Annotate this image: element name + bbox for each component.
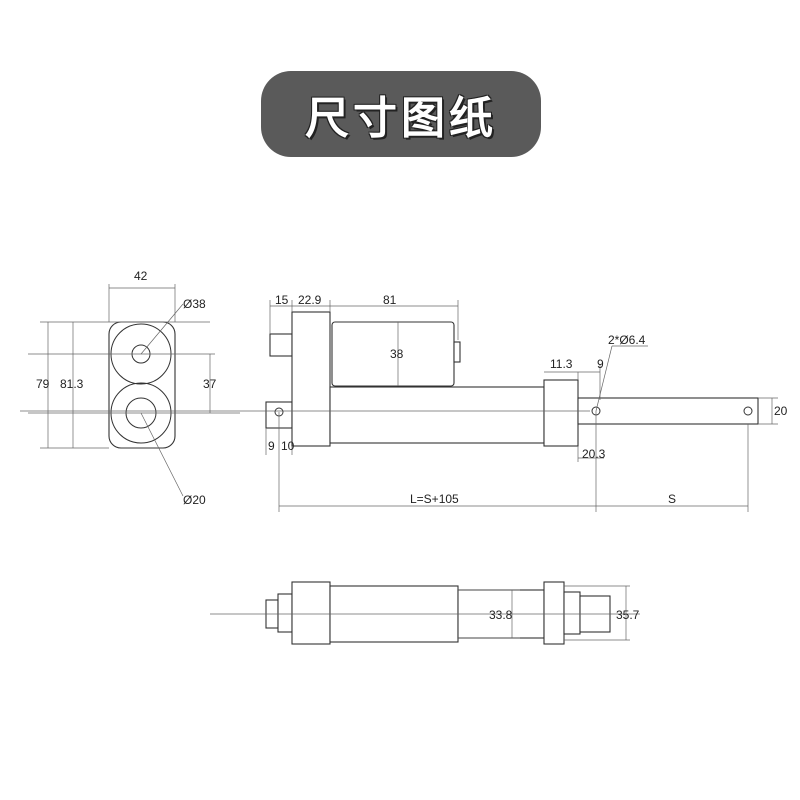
title-text: 尺寸图纸 <box>305 93 497 144</box>
front-collar <box>543 379 579 447</box>
dim-stroke: S <box>668 492 676 506</box>
dim-35-7: 35.7 <box>616 608 640 622</box>
dim-length: L=S+105 <box>410 492 459 506</box>
nut-top <box>269 333 293 357</box>
dim-9a: 9 <box>597 357 604 371</box>
dim-big-dia: Ø38 <box>183 297 206 311</box>
end-view: 42 Ø38 79 81.3 37 Ø20 <box>28 269 240 507</box>
dim-33-8: 33.8 <box>489 608 513 622</box>
dim-81: 81 <box>383 293 397 307</box>
dim-9b: 9 <box>268 439 275 453</box>
bottom-collar <box>543 581 565 645</box>
bottom-gear-housing <box>291 581 331 645</box>
dim-15: 15 <box>275 293 289 307</box>
dim-38: 38 <box>390 347 404 361</box>
side-view: 15 22.9 81 38 11.3 9 2*Ø6.4 20 9 10 20.3… <box>20 293 788 512</box>
title-banner: 尺寸图纸 <box>261 71 541 157</box>
dim-holes: 2*Ø6.4 <box>608 333 646 347</box>
motor-cap <box>453 341 461 363</box>
rod-hole-2 <box>743 406 753 416</box>
dim-h79: 79 <box>36 377 50 391</box>
top-view: 33.8 35.7 <box>210 581 640 645</box>
dim-20-3: 20.3 <box>582 447 606 461</box>
dim-h813: 81.3 <box>60 377 84 391</box>
dim-small-dia: Ø20 <box>183 493 206 507</box>
dim-h37: 37 <box>203 377 217 391</box>
bottom-neck <box>563 591 581 635</box>
dim-22-9: 22.9 <box>298 293 322 307</box>
end-housing <box>108 321 176 449</box>
dim-11-3: 11.3 <box>550 357 573 371</box>
dim-10: 10 <box>281 439 295 453</box>
gear-housing <box>291 311 331 447</box>
dim-end-width: 42 <box>134 269 148 283</box>
outer-tube <box>329 386 545 444</box>
dim-20-right: 20 <box>774 404 788 418</box>
inner-rod <box>577 397 759 425</box>
bottom-nut <box>277 593 293 633</box>
